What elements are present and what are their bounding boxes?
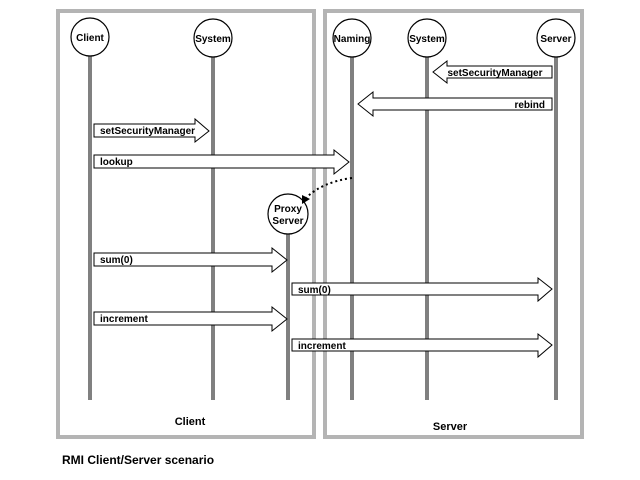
client-panel <box>56 9 316 439</box>
system-server-node-label: System <box>409 34 445 45</box>
message-label: sum(0) <box>100 255 133 266</box>
message-label: increment <box>100 314 148 325</box>
naming-node: Naming <box>332 18 372 58</box>
client-node-label: Client <box>76 33 104 44</box>
system-server-node: System <box>407 18 447 58</box>
proxy-server-node: Proxy Server <box>267 193 309 235</box>
message-label: rebind <box>514 100 545 111</box>
server-node: Server <box>536 18 576 58</box>
message-rebind: rebind <box>357 90 553 118</box>
client-node: Client <box>70 17 110 57</box>
message-increment-client: increment <box>93 305 288 333</box>
message-client-set-security-manager: setSecurityManager <box>93 117 210 144</box>
message-label: setSecurityManager <box>100 126 195 137</box>
figure-caption: RMI Client/Server scenario <box>62 453 215 467</box>
return-lookup-arrow <box>302 177 353 204</box>
message-label: lookup <box>100 157 133 168</box>
message-label: setSecurityManager <box>447 68 542 79</box>
message-sum-client: sum(0) <box>93 246 288 274</box>
proxy-node-label-line2: Server <box>272 216 303 227</box>
message-increment-proxy: increment <box>291 332 553 359</box>
message-lookup: lookup <box>93 148 350 176</box>
message-label: sum(0) <box>298 285 331 296</box>
message-sum-proxy: sum(0) <box>291 276 553 303</box>
system-client-node: System <box>193 18 233 58</box>
server-node-label: Server <box>540 34 571 45</box>
message-server-set-security-manager: setSecurityManager <box>432 59 553 85</box>
message-label: increment <box>298 341 346 352</box>
system-client-node-label: System <box>195 34 231 45</box>
proxy-node-label-line1: Proxy <box>274 204 302 215</box>
server-panel-label: Server <box>433 421 468 433</box>
client-panel-label: Client <box>175 416 206 428</box>
server-panel <box>323 9 584 439</box>
naming-node-label: Naming <box>334 34 371 45</box>
